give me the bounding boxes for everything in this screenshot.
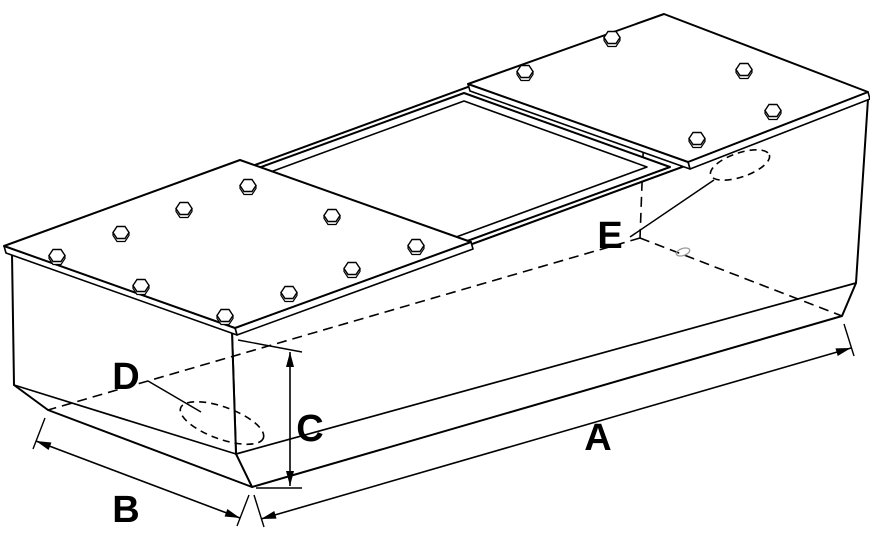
dimension-c: C	[237, 339, 324, 489]
extension-line	[237, 339, 303, 353]
dim-label-e: E	[597, 215, 622, 257]
extension-line	[236, 494, 250, 527]
hex-bolt-icon	[175, 201, 193, 219]
hex-bolt-icon	[407, 238, 425, 256]
dimension-line-b	[35, 440, 241, 519]
hex-bolt-icon	[132, 278, 150, 296]
hex-bolt-icon	[343, 261, 361, 279]
dim-label-b: B	[112, 489, 139, 531]
left-cover-plate	[3, 159, 474, 336]
dimension-line-a	[260, 347, 852, 520]
hidden-bottom-back-edge	[47, 237, 641, 411]
leader-line-e	[629, 179, 715, 238]
hex-bolt-icon	[688, 131, 706, 149]
hex-bolt-icon	[323, 208, 341, 226]
left-plate-top	[3, 159, 472, 329]
dimension-b: B	[32, 417, 250, 531]
extension-line	[253, 494, 265, 528]
hex-bolt-icon	[216, 308, 234, 326]
dimension-a: A	[253, 323, 855, 528]
dim-label-a: A	[584, 417, 611, 459]
right-plate-top	[467, 13, 869, 163]
port-e-hidden-ellipse	[709, 149, 771, 181]
dim-label-d: D	[112, 356, 139, 398]
hex-bolt-icon	[48, 248, 66, 266]
hex-bolt-icon	[112, 225, 130, 243]
extension-line	[32, 417, 46, 450]
extension-line	[843, 323, 855, 357]
hex-bolt-icon	[516, 64, 534, 82]
hidden-right-bottom-edge	[639, 237, 843, 317]
hex-bolt-icon	[280, 285, 298, 303]
hex-bolt-icon	[764, 103, 782, 121]
leader-line-d	[147, 380, 202, 413]
callout-d: D	[112, 356, 202, 413]
hex-bolt-icon	[603, 30, 621, 48]
dim-label-c: C	[296, 408, 323, 450]
hex-bolt-icon	[239, 178, 257, 196]
hex-bolt-icon	[735, 62, 753, 80]
small-fitting-mark	[675, 247, 691, 257]
right-cover-plate	[467, 13, 870, 170]
callout-e: E	[597, 179, 715, 257]
